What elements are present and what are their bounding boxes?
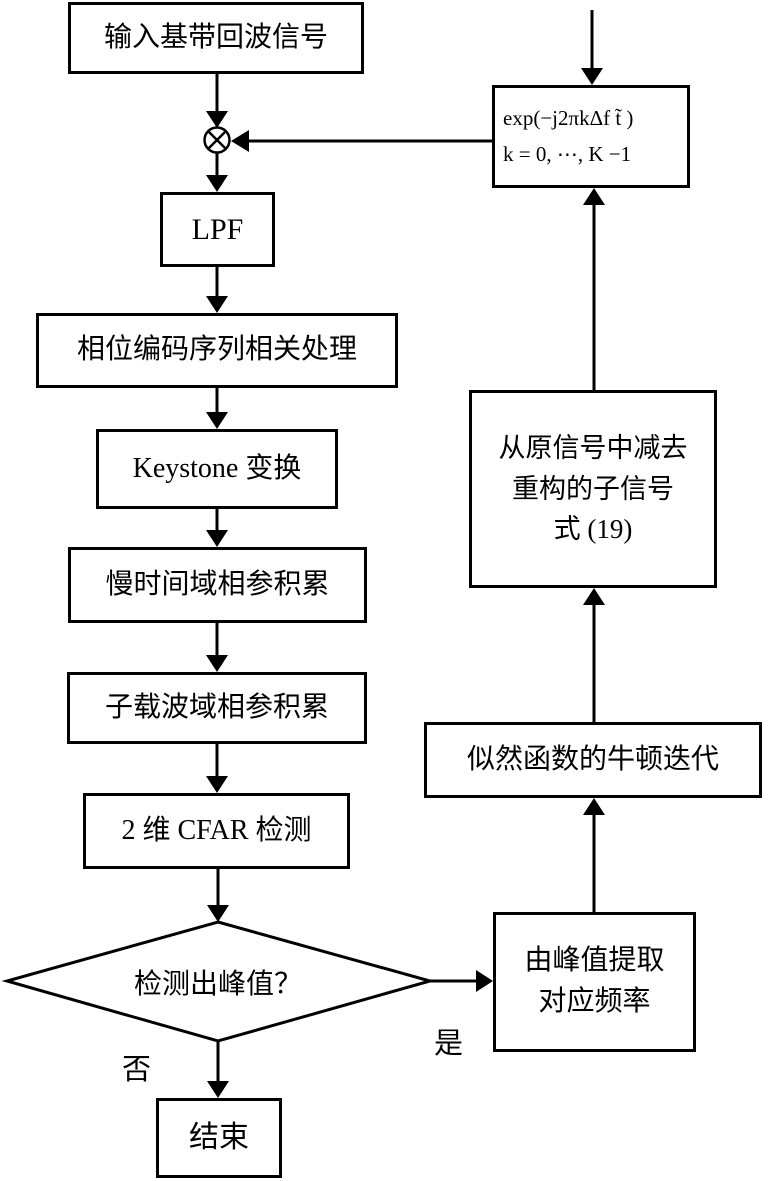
edge-label-no: 否	[122, 1054, 152, 1086]
arrow-lpf-to-phase	[206, 267, 228, 313]
node-subtract-line3: 式 (19)	[553, 514, 633, 545]
node-input-signal: 输入基带回波信号	[68, 2, 364, 74]
node-subtract-reconstructed: 从原信号中减去 重构的子信号 式 (19)	[469, 390, 717, 588]
arrow-decision-to-end	[207, 1041, 229, 1098]
node-exp-line2: k = 0, ⋯, K −1	[503, 141, 632, 166]
arrow-slowtime-to-subcarrier	[206, 623, 228, 672]
node-subcarrier-label: 子载波域相参积累	[104, 691, 329, 723]
edge-label-yes: 是	[434, 1028, 464, 1060]
arrow-newton-to-subtract	[583, 588, 605, 722]
arrow-keystone-to-slowtime	[206, 509, 228, 547]
arrow-top-into-exp	[581, 10, 603, 85]
node-extract-line2: 对应频率	[538, 986, 651, 1017]
node-lpf-label: LPF	[191, 212, 244, 246]
arrow-extract-to-newton	[583, 798, 605, 912]
node-end-label: 结束	[189, 1121, 249, 1155]
node-decision-label: 检测出峰值？	[133, 969, 302, 1000]
node-subtract-line1: 从原信号中减去	[498, 433, 688, 464]
arrow-phase-to-keystone	[206, 388, 228, 429]
arrow-subtract-to-exp	[583, 188, 605, 390]
node-exp-line1: exp(−j2πkΔf t̃ )	[503, 106, 634, 131]
node-extract-frequency: 由峰值提取 对应频率	[493, 912, 696, 1052]
node-slow-time-integration: 慢时间域相参积累	[68, 547, 367, 623]
node-slow-time-label: 慢时间域相参积累	[105, 568, 330, 600]
node-subcarrier-integration: 子载波域相参积累	[67, 672, 367, 744]
node-phase-code-label: 相位编码序列相关处理	[76, 334, 357, 366]
arrow-cfar-to-decision	[207, 868, 229, 922]
node-newton-label: 似然函数的牛顿迭代	[466, 743, 719, 775]
node-cfar-label: 2 维 CFAR 检测	[121, 814, 312, 846]
arrow-decision-to-extract	[430, 970, 493, 992]
node-newton-iteration: 似然函数的牛顿迭代	[424, 722, 762, 798]
node-keystone-transform: Keystone 变换	[96, 429, 338, 509]
node-extract-line1: 由峰值提取	[524, 945, 665, 977]
node-subtract-line2: 重构的子信号	[512, 473, 674, 504]
node-keystone-label: Keystone 变换	[132, 452, 302, 484]
node-exp-reference: exp(−j2πkΔf t̃ ) k = 0, ⋯, K −1	[492, 85, 690, 188]
arrow-subcarrier-to-cfar	[206, 744, 228, 793]
node-multiplier	[203, 126, 231, 154]
node-phase-code-correlation: 相位编码序列相关处理	[36, 313, 398, 388]
node-input-signal-label: 输入基带回波信号	[103, 21, 328, 53]
arrow-input-to-multiplier	[206, 74, 228, 128]
node-cfar-detection: 2 维 CFAR 检测	[83, 793, 350, 869]
arrow-multiplier-to-lpf	[206, 153, 228, 192]
arrow-exp-to-multiplier	[231, 130, 492, 152]
node-end: 结束	[156, 1098, 282, 1178]
node-lpf: LPF	[160, 192, 275, 267]
